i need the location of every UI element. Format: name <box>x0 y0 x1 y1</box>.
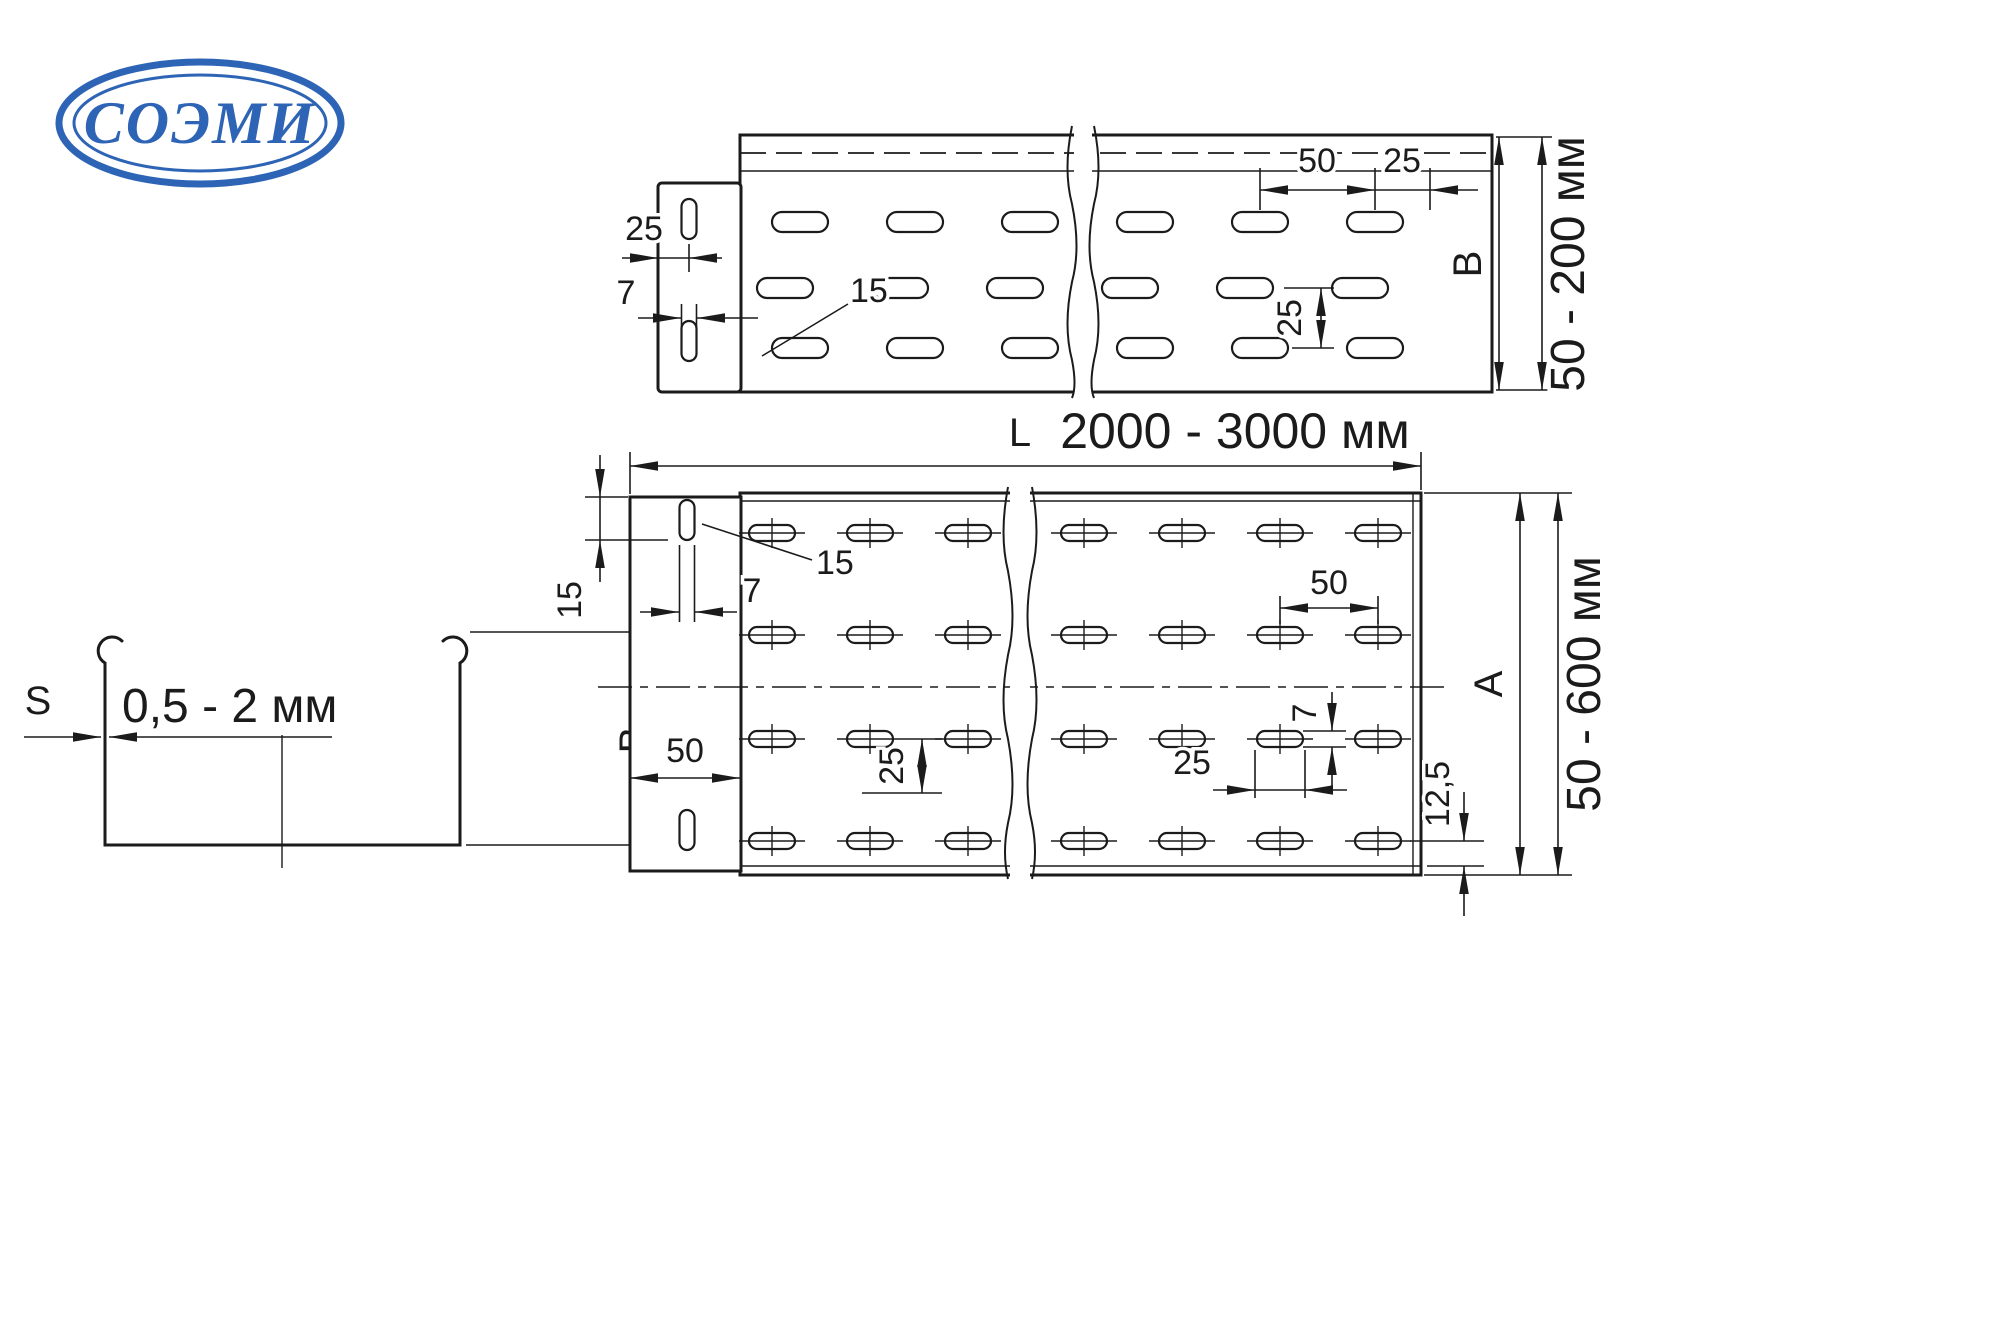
tab-slot <box>678 808 696 852</box>
profile-left-curl <box>96 635 124 665</box>
side-perforation-slots <box>755 210 1405 360</box>
dim-25-label: 25 <box>1173 744 1211 782</box>
dim-25-label: 25 <box>1383 142 1421 180</box>
dim-7-label: 7 <box>1286 704 1324 723</box>
slot <box>885 336 945 360</box>
company-logo: СОЭМИ <box>55 58 345 188</box>
slot <box>1330 276 1390 300</box>
dim-25-label: 25 <box>873 747 911 785</box>
slot <box>870 276 930 300</box>
plan-body <box>738 491 1423 877</box>
break-gap <box>1010 485 1030 881</box>
dim-width-range-label: 50 - 600 мм <box>1558 556 1611 811</box>
dim-50-label: 50 <box>666 732 704 770</box>
side-end-tab <box>656 181 743 394</box>
slot <box>1215 276 1275 300</box>
dim-12-5-label: 12,5 <box>1419 761 1457 827</box>
dim-length-range-label: 2000 - 3000 мм <box>1060 403 1410 459</box>
tab-slot <box>680 319 698 363</box>
tab-slot <box>680 197 698 241</box>
cross-section-view: S 0,5 - 2 мм B <box>21 631 676 868</box>
dim-25-label: 25 <box>625 210 663 248</box>
plan-end-tab <box>628 495 743 873</box>
break-line <box>1026 486 1038 880</box>
slot <box>985 276 1045 300</box>
dim-50-label: 50 <box>1310 564 1348 602</box>
slot <box>1115 336 1175 360</box>
slot <box>755 276 815 300</box>
dim-15-label: 15 <box>850 272 888 310</box>
dim-thickness-label: 0,5 - 2 мм <box>122 680 337 733</box>
plan-perforation-slots <box>739 518 1411 856</box>
dim-7-label: 7 <box>743 572 762 610</box>
slot <box>1000 210 1060 234</box>
break-line <box>1066 125 1078 399</box>
slot <box>1000 336 1060 360</box>
dim-7-label: 7 <box>617 274 636 312</box>
slot <box>1345 210 1405 234</box>
slot <box>770 336 830 360</box>
dim-15-leader <box>761 303 849 357</box>
slot <box>1100 276 1160 300</box>
side-view: 50 25 25 7 15 25 B 50 - 200 мм <box>613 124 1599 402</box>
break-gap <box>1074 124 1092 402</box>
dim-50-label: 50 <box>1298 142 1336 180</box>
break-line <box>1088 125 1100 399</box>
slot <box>885 210 945 234</box>
dim-l-label: L <box>1009 411 1031 455</box>
dim-25-label: 25 <box>1271 299 1309 337</box>
slot <box>1115 210 1175 234</box>
slot <box>770 210 830 234</box>
dim-15-label: 15 <box>816 544 854 582</box>
slot <box>1345 336 1405 360</box>
dim-15-leader <box>701 523 813 561</box>
logo-text: СОЭМИ <box>84 90 317 156</box>
logo-outer-ring <box>55 58 345 188</box>
logo-inner-ring <box>72 73 328 173</box>
profile-right-curl <box>441 635 469 665</box>
slot <box>1230 210 1290 234</box>
plan-view: L 2000 - 3000 мм 15 7 15 50 <box>548 400 1615 916</box>
dim-a-label: A <box>1467 670 1511 697</box>
slot <box>1230 336 1290 360</box>
tab-slot <box>678 498 696 542</box>
dim-height-range-label: 50 - 200 мм <box>1542 136 1595 391</box>
dim-s-label: S <box>25 679 52 723</box>
dim-15-label: 15 <box>551 581 589 619</box>
dim-b-label: B <box>1446 251 1490 278</box>
break-line <box>1002 486 1014 880</box>
